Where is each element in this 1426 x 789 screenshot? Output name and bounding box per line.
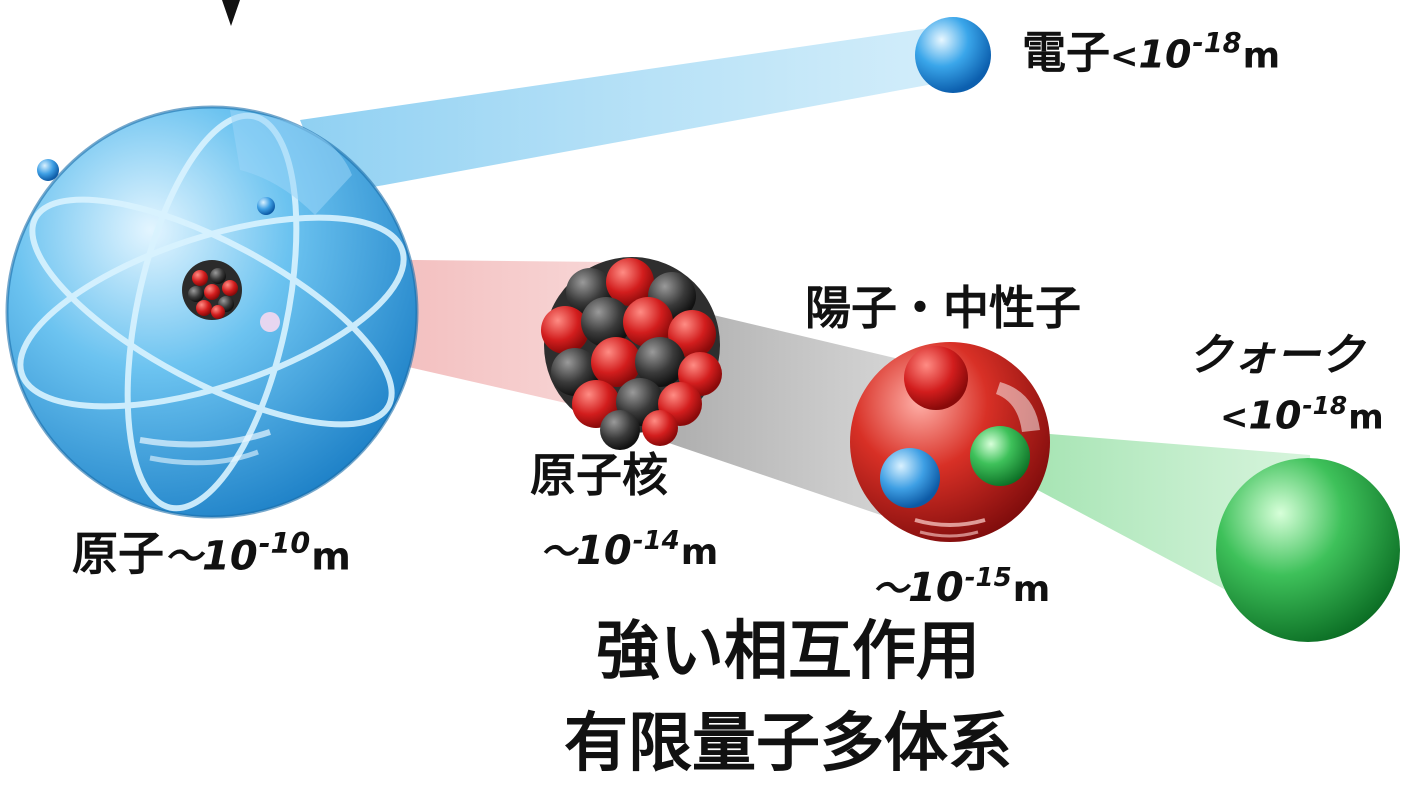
electron-base: 10 [1138, 32, 1192, 77]
quark-base: 10 [1248, 393, 1302, 438]
quark-sphere [1216, 458, 1400, 642]
electron-unit: m [1242, 35, 1281, 77]
atom-exponent: -10 [258, 527, 311, 560]
nucleus-exponent: -14 [632, 526, 680, 556]
quark-name: クォーク [1188, 330, 1364, 381]
nucleus-relation: ～ [540, 532, 577, 573]
nucleus-cluster [541, 257, 722, 450]
quark-exponent: -18 [1302, 391, 1348, 420]
nucleus-unit: m [680, 532, 719, 573]
caption-line-1: 強い相互作用 [596, 615, 980, 689]
nucleus-name: 原子核 [530, 448, 668, 502]
nucleon-sphere [850, 342, 1050, 542]
nucleus-label: 原子核 [530, 452, 668, 498]
nucleon-label: 陽子・中性子 [805, 285, 1081, 331]
atom-base: 10 [202, 533, 258, 580]
nucleon-unit: m [1012, 569, 1051, 610]
electron-sphere [915, 17, 991, 93]
nucleon-base: 10 [908, 565, 964, 611]
caption-line-2: 有限量子多体系 [564, 707, 1012, 781]
quark-unit: m [1348, 397, 1384, 438]
atom-sphere [5, 105, 419, 519]
atom-nucleus [182, 260, 242, 320]
nucleus-base: 10 [576, 528, 632, 574]
nucleon-relation: ～ [872, 569, 909, 610]
nucleon-name: 陽子・中性子 [805, 281, 1081, 335]
beam-atom-to-electron [300, 25, 955, 195]
quark-label: クォーク [1188, 334, 1364, 378]
atom-relation: ～ [164, 534, 203, 579]
electron-name: 電子 [1022, 27, 1110, 79]
atom-unit: m [311, 534, 351, 579]
quark-size: <10-18m [1220, 391, 1384, 438]
electron-label: 電子<10-18m [1022, 30, 1280, 76]
electron-relation: < [1110, 36, 1139, 77]
nucleon-size: ～10-15m [872, 565, 1050, 608]
electron-exponent: -18 [1192, 28, 1242, 59]
nucleon-exponent: -15 [964, 563, 1012, 593]
atom-label: 原子～10-10m [72, 527, 351, 580]
pointer-arrow [222, 0, 240, 26]
nucleus-size: ～10-14m [540, 528, 718, 571]
quark-relation: < [1220, 397, 1249, 438]
atom-name: 原子 [72, 526, 164, 581]
